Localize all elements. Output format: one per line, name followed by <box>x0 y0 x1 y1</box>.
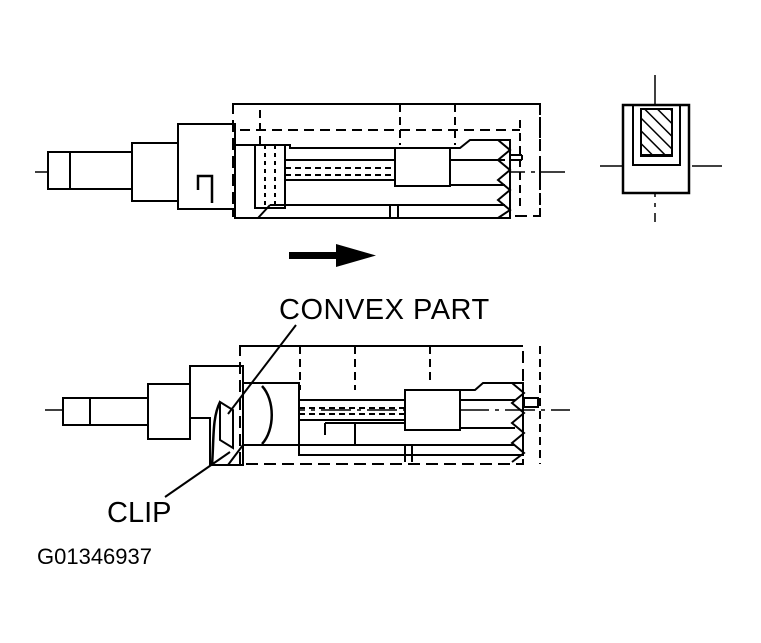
end-view-hatched-core <box>640 108 673 157</box>
clip-label: CLIP <box>107 497 172 529</box>
convex-part-leader <box>227 324 297 415</box>
clip-shape <box>210 401 222 466</box>
switch-end-view <box>600 75 722 222</box>
convex-part-shape <box>261 385 273 445</box>
contact-block <box>394 147 451 187</box>
switch-side-view-top <box>35 103 565 219</box>
convex-part-label: CONVEX PART <box>279 294 490 326</box>
terminal-spring-bottom <box>510 382 526 463</box>
clip-leader <box>164 451 231 498</box>
arrow-right-icon <box>289 244 376 267</box>
collar-step <box>131 142 179 202</box>
plunger-shaft-bottom <box>62 397 154 426</box>
plunger-shaft <box>47 151 133 190</box>
figure-code: G01346937 <box>37 544 152 569</box>
switch-side-view-bottom <box>45 345 570 466</box>
terminal-spring <box>496 139 512 219</box>
nut-body <box>177 123 236 210</box>
contact-block-bottom <box>404 389 461 431</box>
